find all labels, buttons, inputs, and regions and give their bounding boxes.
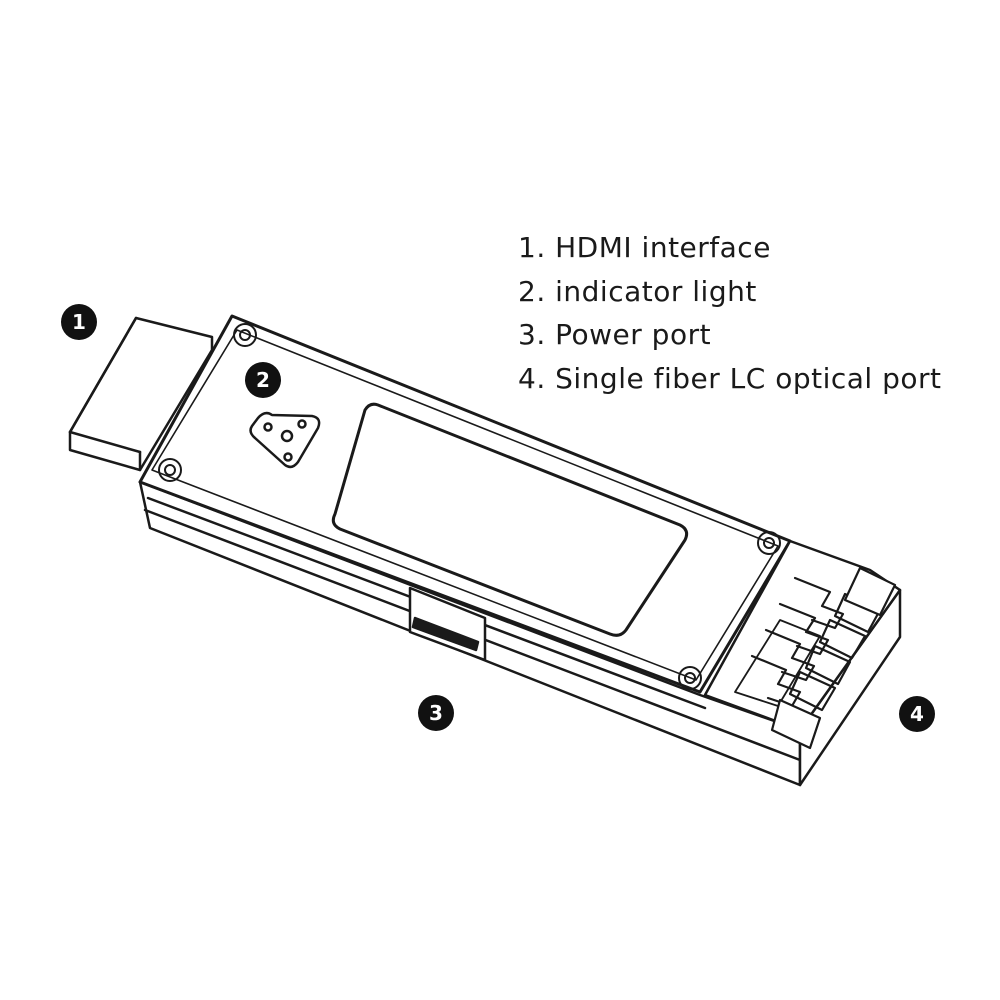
device-body-top <box>138 314 792 694</box>
legend-item-power-port: 3. Power port <box>518 318 712 351</box>
legend: 1. HDMI interface 2. indicator light 3. … <box>518 226 941 400</box>
legend-item-indicator-light: 2. indicator light <box>518 274 757 308</box>
callout-1: 1 <box>61 304 97 340</box>
screws <box>158 323 781 690</box>
indicator-light <box>249 411 321 469</box>
callout-3: 3 <box>418 695 454 731</box>
legend-item-hdmi-interface: 1. HDMI interface <box>518 231 771 264</box>
label-window <box>331 402 689 637</box>
power-port <box>408 586 487 662</box>
legend-item-lc-optical-port: 4. Single fiber LC optical port <box>518 361 942 395</box>
lc-optical-port <box>703 539 902 750</box>
hdmi-plug <box>68 316 214 472</box>
callout-2: 2 <box>245 362 281 398</box>
callout-4: 4 <box>899 696 935 732</box>
